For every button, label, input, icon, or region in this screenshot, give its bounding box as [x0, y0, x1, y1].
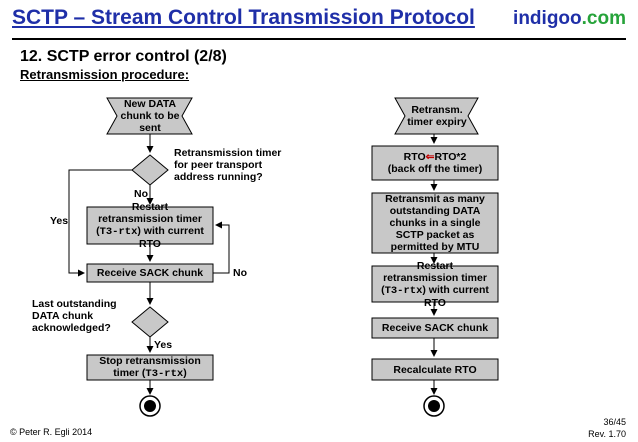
slide-subheading: Retransmission procedure:: [20, 67, 190, 82]
right-rto-shape: [371, 145, 499, 181]
no-label-2: No: [233, 267, 247, 279]
left-start-label: New DATA chunk to be sent: [120, 98, 180, 134]
timer-code: T3-rtx: [145, 368, 184, 380]
decision2-question: Last outstanding DATA chunk acknowledged…: [32, 298, 117, 334]
left-start-shape: [106, 97, 193, 135]
right-start-shape: [394, 97, 479, 135]
left-stop-shape: [86, 354, 214, 381]
right-retransmit-box: Retransmit as many outstanding DATA chun…: [385, 193, 485, 253]
decision1-question: Retransmission timer for peer transport …: [174, 147, 282, 183]
left-end-node-inner: [144, 400, 156, 412]
right-rto-box: RTO⇐RTO*2 (back off the timer): [387, 151, 483, 175]
left-arrow-icon: ⇐: [425, 151, 435, 163]
brand-tld: .com: [581, 8, 626, 29]
timer-code: T3-rtx: [99, 226, 138, 238]
left-stop-timer-box: Stop retransmission timer (T3-rtx): [99, 355, 201, 380]
right-retransmit-shape: [371, 192, 499, 254]
right-receive-sack-box: Receive SACK chunk: [381, 322, 489, 334]
right-receive-sack-shape: [371, 317, 499, 339]
right-restart-shape: [371, 265, 499, 303]
page-number: 36/45 Rev. 1.70: [588, 416, 626, 440]
left-decision1-diamond: [131, 154, 169, 186]
right-recalculate-shape: [371, 358, 499, 381]
yes-loop-connector: [68, 169, 132, 277]
slide-title: SCTP – Stream Control Transmission Proto…: [12, 6, 475, 29]
yes-label-1: Yes: [50, 215, 69, 227]
slide-heading: 12. SCTP error control (2/8): [20, 48, 227, 65]
header-divider: [12, 38, 626, 40]
right-end-node-inner: [428, 400, 440, 412]
page-count: 36/45: [603, 417, 626, 427]
brand-logo: indigoo.com: [513, 8, 626, 30]
left-restart-timer-box: Restart retransmission timer (T3-rtx) wi…: [96, 201, 204, 250]
right-restart-timer-box: Restart retransmission timer (T3-rtx) wi…: [381, 259, 489, 309]
right-start-label: Retransm. timer expiry: [407, 104, 467, 128]
copyright-footer: © Peter R. Egli 2014: [10, 427, 93, 437]
left-decision2-diamond: [131, 306, 169, 338]
brand-name: indigoo: [513, 8, 582, 29]
no-label-1: No: [134, 188, 148, 200]
right-recalculate-box: Recalculate RTO: [393, 363, 477, 376]
left-receive-sack-box: Receive SACK chunk: [96, 267, 204, 279]
timer-code: T3-rtx: [384, 284, 423, 297]
yes-label-2: Yes: [154, 339, 173, 351]
no-loop-connector: [213, 221, 230, 274]
revision: Rev. 1.70: [588, 429, 626, 439]
